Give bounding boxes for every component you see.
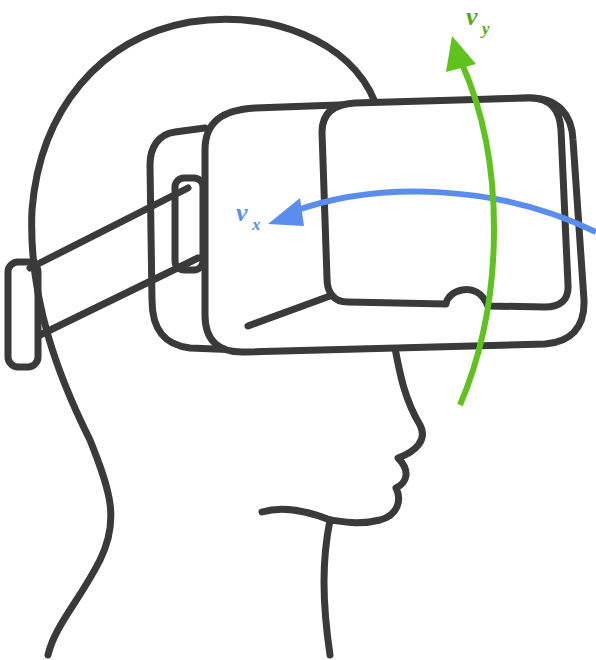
strap-buckle: [175, 178, 203, 270]
rotation-arrow-y: [460, 64, 494, 405]
strap: [40, 258, 198, 335]
arrowhead: [446, 36, 476, 72]
strap: [30, 188, 188, 268]
variable-subscript: y: [482, 20, 490, 37]
front-panel: [322, 98, 568, 307]
rotation-arrow-x: [292, 192, 596, 232]
neck-line: [324, 520, 330, 655]
headset-body: [205, 98, 584, 352]
face-outline: [330, 348, 422, 523]
variable-letter: v: [236, 200, 248, 226]
strap-buckle: [8, 262, 38, 367]
jaw-line: [262, 509, 330, 520]
side-line: [248, 296, 330, 326]
variable-letter: v: [466, 4, 478, 30]
variable-subscript: x: [252, 216, 261, 233]
arrowhead: [268, 198, 304, 226]
